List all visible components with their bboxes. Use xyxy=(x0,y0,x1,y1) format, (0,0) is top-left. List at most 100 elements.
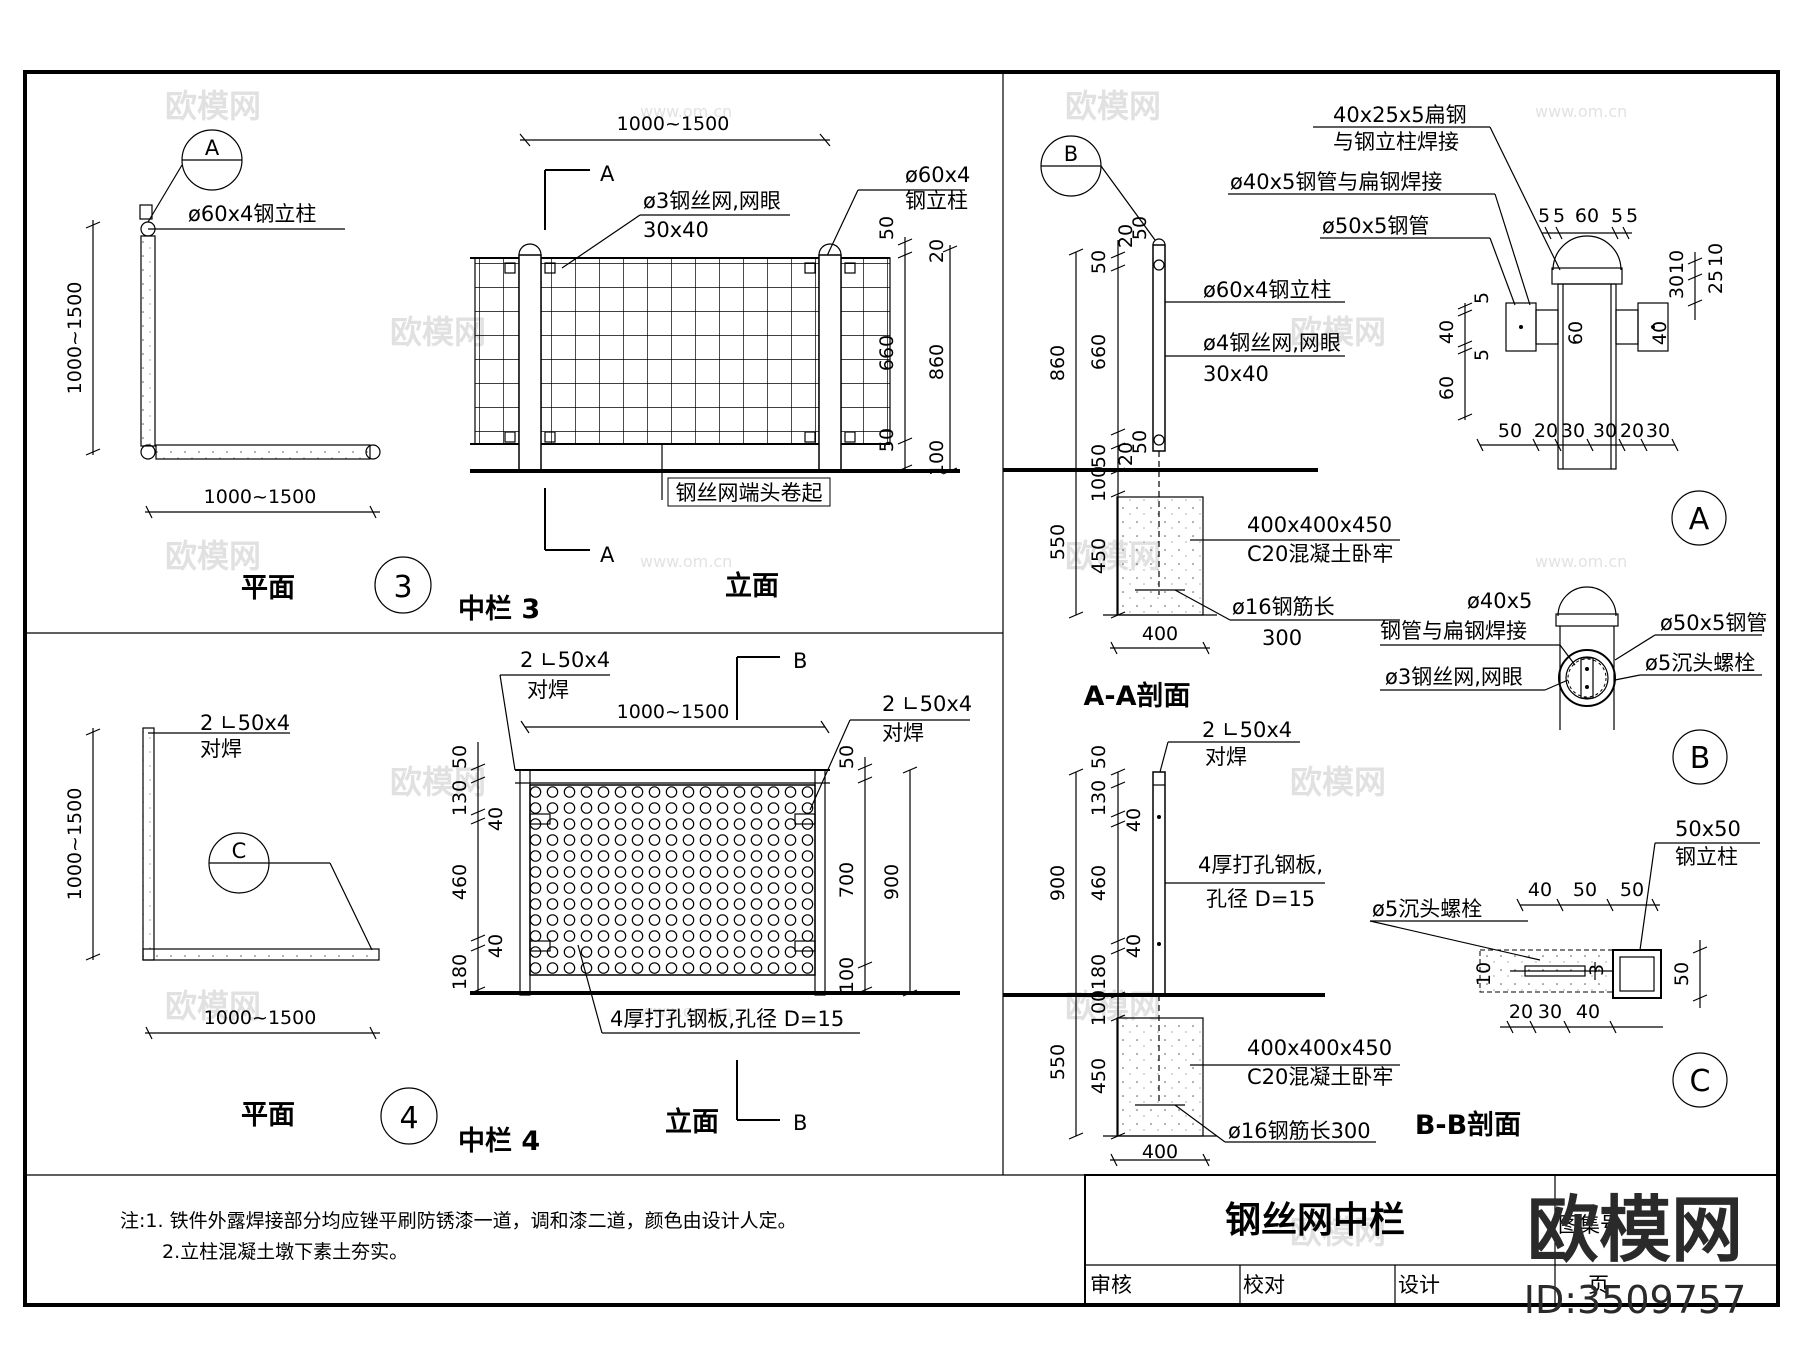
plate-label: 4厚打孔钢板, xyxy=(1198,853,1323,877)
weld-label: 2 ∟50x4 xyxy=(200,711,290,735)
dim: 20 xyxy=(1620,420,1644,442)
dim: 20 xyxy=(1509,1001,1533,1023)
dim: 400 xyxy=(1142,1141,1178,1163)
mesh-label: ø3钢丝网,网眼 xyxy=(643,189,781,213)
design-label: 设计 xyxy=(1398,1273,1440,1297)
dim: 700 xyxy=(836,862,858,898)
dim: 60 xyxy=(1565,321,1587,345)
watermark: 欧模网 xyxy=(1065,87,1161,125)
watermark-url: www.om.cn xyxy=(640,102,732,121)
view-title: 平面 xyxy=(241,1100,295,1131)
foundation-note: C20混凝土卧牢 xyxy=(1247,1065,1393,1089)
dim-length: 1000~1500 xyxy=(204,486,317,508)
dim: 20 xyxy=(926,239,948,263)
mesh-size: 30x40 xyxy=(643,218,709,242)
view-title: 立面 xyxy=(665,1106,719,1138)
note-2: 2.立柱混凝土墩下素土夯实。 xyxy=(162,1241,408,1263)
detail-number: B xyxy=(1690,741,1711,776)
number: 3 xyxy=(393,570,412,605)
dim: 5 xyxy=(1471,349,1493,361)
detail-circle xyxy=(1672,1052,1728,1108)
dim: 25 xyxy=(1705,270,1727,294)
dim: 40 xyxy=(485,934,507,958)
watermark: 欧模网 xyxy=(390,763,486,801)
post-label: 钢立柱 xyxy=(1675,845,1738,869)
dim: 50 xyxy=(1620,879,1644,901)
sheet-border xyxy=(23,70,1780,1307)
dim: 50 xyxy=(1088,250,1110,274)
dim: 180 xyxy=(1088,954,1110,990)
dim-length: 1000~1500 xyxy=(64,788,86,901)
plate-label: 4厚打孔钢板,孔径 D=15 xyxy=(610,1007,844,1031)
dim: 900 xyxy=(881,864,903,900)
dim-length: 1000~1500 xyxy=(204,1007,317,1029)
mesh-label: ø3钢丝网,网眼 xyxy=(1385,665,1523,689)
flat-steel-note: 与钢立柱焊接 xyxy=(1333,130,1459,154)
plan-view-4: 2 ∟50x4 对焊 C 1000~1500 1000~1500 平面 4 中栏… xyxy=(64,711,540,1157)
check-label: 校对 xyxy=(1243,1273,1285,1297)
dim: 5 xyxy=(1611,205,1623,227)
dim: 50 xyxy=(1671,962,1693,986)
section-mark: A xyxy=(600,543,615,567)
dim: 900 xyxy=(1047,865,1069,901)
dim: 40 xyxy=(1649,321,1671,345)
dim: 660 xyxy=(876,335,898,371)
review-label: 审核 xyxy=(1090,1273,1132,1297)
roll-note: 钢丝网端头卷起 xyxy=(676,481,823,505)
dim: 5 xyxy=(1471,292,1493,304)
elevation-view-3: 1000~1500 A A ø3钢丝网,网眼 30x40 ø60x4 钢立柱 钢… xyxy=(470,113,970,602)
detail-circle xyxy=(1671,490,1727,546)
post-label: 50x50 xyxy=(1675,817,1741,841)
dim: 50 xyxy=(876,216,898,240)
detail-c: 50x50 钢立柱 ø5沉头螺栓 40 50 50 3 50 10 20 30 … xyxy=(1369,817,1760,1108)
dim: 20 xyxy=(1534,420,1558,442)
section-mark: B xyxy=(793,1111,807,1135)
dim-length: 1000~1500 xyxy=(617,701,730,723)
watermark: 欧模网 xyxy=(165,87,261,125)
view-title: 平面 xyxy=(241,573,295,604)
dim: 30 xyxy=(1593,420,1617,442)
rebar-label: ø16钢筋长300 xyxy=(1228,1119,1371,1143)
weld-label: 对焊 xyxy=(882,721,924,745)
number: 4 xyxy=(399,1101,418,1136)
dim: 40 xyxy=(485,807,507,831)
dim: 50 xyxy=(1129,430,1151,454)
weld-label: 2 ∟50x4 xyxy=(1202,718,1292,742)
plan-view-3: A ø60x4钢立柱 1000~1500 1000~1500 平面 3 中栏 3 xyxy=(64,129,540,625)
dim: 180 xyxy=(449,954,471,990)
detail-tag: C xyxy=(232,839,247,863)
pipe-label: ø40x5 xyxy=(1467,589,1532,613)
dim: 30 xyxy=(1561,420,1585,442)
post-label: ø60x4钢立柱 xyxy=(1203,278,1331,302)
dim: 50 xyxy=(836,745,858,769)
section-bb: 2 ∟50x4 对焊 4厚打孔钢板, 孔径 D=15 400x400x450 C… xyxy=(1003,718,1521,1167)
note-1: 注:1. 铁件外露焊接部分均应锉平刷防锈漆一道，调和漆二道，颜色由设计人定。 xyxy=(120,1210,797,1232)
detail-b: ø40x5 钢管与扁钢焊接 ø50x5钢管 ø5沉头螺栓 ø3钢丝网,网眼 B xyxy=(1380,586,1767,785)
post-label: ø60x4钢立柱 xyxy=(188,202,316,226)
pipe-label: ø40x5钢管与扁钢焊接 xyxy=(1230,170,1442,194)
dim: 100 xyxy=(926,440,948,476)
number-circle xyxy=(374,556,432,614)
dim: 400 xyxy=(1142,623,1178,645)
mesh-size: 30x40 xyxy=(1203,362,1269,386)
detail-number: A xyxy=(1689,502,1710,537)
dim: 3 xyxy=(1586,964,1608,976)
dim: 100 xyxy=(1088,990,1110,1026)
watermark: 欧模网 xyxy=(1290,763,1386,801)
dim: 130 xyxy=(449,780,471,816)
rebar-label: ø16钢筋长 xyxy=(1232,595,1335,619)
dim: 60 xyxy=(1436,376,1458,400)
dim: 5 xyxy=(1626,205,1638,227)
dim: 50 xyxy=(1573,879,1597,901)
dim: 40 xyxy=(1123,934,1145,958)
dim: 450 xyxy=(1088,538,1110,574)
brand-id: ID:3509757 xyxy=(1524,1278,1747,1322)
dim: 50 xyxy=(1088,745,1110,769)
watermark-url: www.om.cn xyxy=(640,552,732,571)
dim: 450 xyxy=(1088,1058,1110,1094)
bolt-label: ø5沉头螺栓 xyxy=(1645,651,1755,675)
atlas-number-label: 图集号 xyxy=(1558,1213,1621,1237)
section-aa: B ø60x4钢立柱 ø4钢丝网,网眼 30x40 400x400x450 C2… xyxy=(1003,135,1400,712)
plate-note: 孔径 D=15 xyxy=(1206,887,1315,911)
